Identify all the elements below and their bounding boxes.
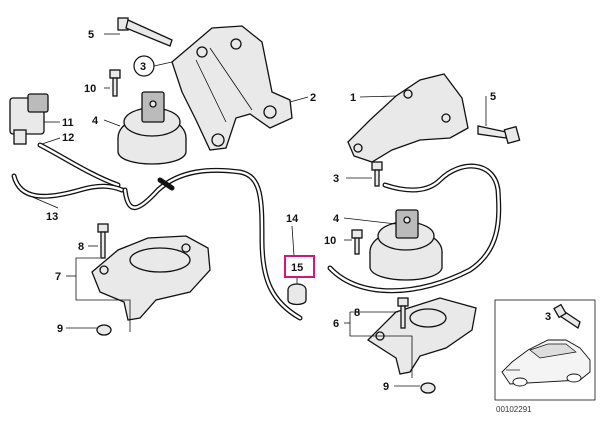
- callout-8-left: 8: [78, 241, 84, 253]
- callout-3-right: 3: [333, 173, 339, 185]
- callout-14: 14: [286, 213, 299, 225]
- callout-1: 1: [350, 92, 356, 104]
- callout-8-right: 8: [354, 307, 360, 319]
- callout-12: 12: [62, 132, 74, 144]
- car-silhouette: [501, 339, 591, 387]
- bolt-3-thumb: [553, 303, 581, 330]
- callout-9-right: 9: [383, 381, 389, 393]
- callout-5-left: 5: [88, 29, 94, 41]
- callout-3-circle: [133, 55, 155, 77]
- callout-10-right: 10: [324, 235, 336, 247]
- engine-bracket-right: [347, 73, 469, 163]
- callout-2: 2: [310, 92, 316, 104]
- callout-15: 15: [291, 262, 303, 274]
- callout-3-thumb: 3: [545, 311, 551, 323]
- engine-carrier-left: [91, 235, 211, 321]
- solenoid-valve: [9, 93, 49, 145]
- bolt-8-left: [97, 223, 109, 259]
- callout-5-right: 5: [490, 91, 496, 103]
- bolt-5-left: [117, 17, 173, 47]
- nut-9-right: [420, 382, 436, 394]
- callout-4-right: 4: [333, 213, 340, 225]
- hose-clamp-15: [287, 283, 307, 306]
- bolt-5-right: [477, 125, 521, 145]
- callout-11: 11: [62, 117, 74, 129]
- bolt-3-right: [371, 161, 383, 187]
- bolt-8-right: [397, 297, 409, 329]
- callouts: 5 3 2 10 4 11 12 13 8 7 9 1 5 3 4 10 14 …: [46, 29, 496, 393]
- callout-13: 13: [46, 211, 58, 223]
- callout-10-left: 10: [84, 83, 96, 95]
- engine-mount-left: [117, 91, 187, 165]
- engine-mount-right: [369, 209, 443, 281]
- bolt-10-left: [109, 69, 121, 97]
- diagram-number: 00102291: [496, 405, 532, 414]
- engine-bracket-left: [171, 25, 293, 151]
- callout-3-left: 3: [140, 61, 146, 73]
- engine-carrier-right: [366, 297, 477, 375]
- bolt-10-right: [351, 229, 363, 255]
- callout-4-left: 4: [92, 115, 99, 127]
- leader-lines: [29, 33, 562, 387]
- car-thumbnail-panel: 3: [494, 299, 596, 401]
- callout-6: 6: [333, 318, 339, 330]
- nut-9-left: [96, 324, 112, 336]
- highlight-box-15: [284, 255, 315, 278]
- callout-7: 7: [55, 271, 61, 283]
- callout-9-left: 9: [57, 323, 63, 335]
- vacuum-hose: [11, 142, 502, 321]
